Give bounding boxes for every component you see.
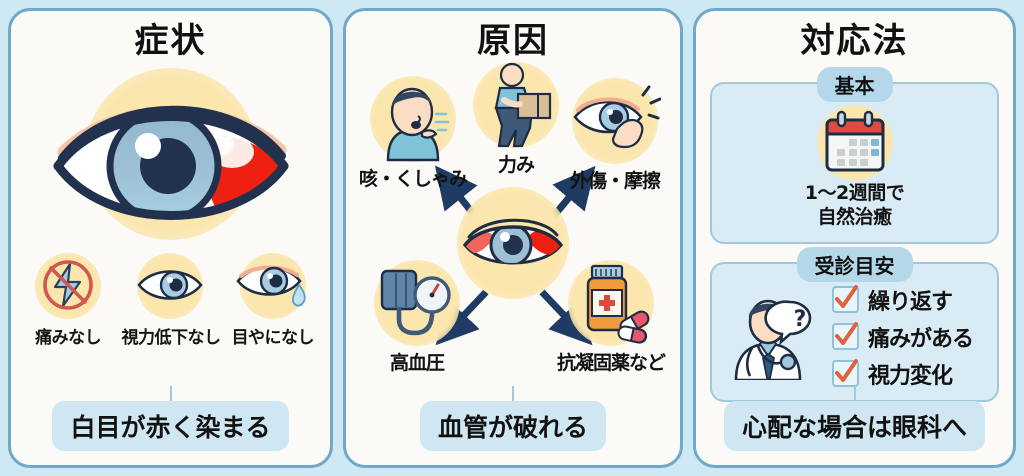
panel-symptoms-title: 症状 [134,21,207,61]
symptoms-callout: 白目が赤く染まる [52,401,289,451]
doctor-question-icon: ? [734,299,812,380]
basic-section: 基本 [710,67,999,244]
symptom-label: 目やになし [231,328,315,349]
symptom-label: 痛みなし [35,328,102,349]
cause-node: 力み [451,60,581,177]
bloodshot-eye-icon [53,106,288,221]
basic-badge: 基本 [816,67,893,103]
calendar-icon [825,111,884,172]
blood-pressure-monitor-icon [380,270,451,336]
checklist-item[interactable]: 繰り返す [832,284,989,316]
care-callout-wrap: 心配な場合は眼科へ [696,386,1013,451]
panel-symptoms: 症状 [8,8,333,468]
panel-causes: 原因 [343,8,683,468]
no-pain-icon [43,260,93,311]
medicine-bottle-pills-icon [586,265,650,344]
eye-rubbing-hand-icon [573,85,661,149]
lifting-box-person-icon [494,63,552,148]
cause-label: 外傷・摩擦 [569,170,661,193]
symptom-item: 痛みなし [19,249,117,348]
checklist-label: 視力変化 [868,363,953,389]
checklist-item[interactable]: 痛みがある [832,321,989,353]
care-callout: 心配な場合は眼科へ [723,401,985,451]
symptoms-callout-wrap: 白目が赤く染まる [11,386,330,451]
cause-label: 抗凝固薬など [556,352,666,375]
panel-care: 対応法 基本 [693,8,1016,468]
visit-badge: 受診目安 [796,246,913,282]
causes-callout-wrap: 血管が破れる [346,386,680,451]
panel-care-title: 対応法 [800,21,909,61]
symptom-item: 目やになし [224,249,322,348]
connector-line [512,386,514,401]
basic-text-line2: 自然治癒 [817,206,892,229]
no-discharge-eye-icon [236,266,306,307]
symptom-icon-row: 痛みなし 視力低下なし [11,249,330,348]
checklist-item[interactable]: 視力変化 [832,358,989,390]
visit-section: 受診目安 ? [710,246,999,402]
checkbox-checked-icon[interactable] [832,322,859,351]
clear-vision-eye-icon [137,270,204,301]
red-eye-icon [463,219,563,265]
connector-line [853,386,856,401]
causes-callout: 血管が破れる [419,401,606,451]
coughing-person-icon [386,88,450,162]
checkbox-checked-icon[interactable] [832,285,859,314]
causes-center-eye [457,187,569,300]
symptom-label: 視力低下なし [121,328,221,349]
checkbox-checked-icon[interactable] [832,359,859,388]
connector-line [169,386,172,401]
basic-text: 1〜2週間で 自然治癒 [712,182,997,230]
basic-text-line1: 1〜2週間で [804,182,905,205]
cause-label: 咳・くしゃみ [358,168,468,191]
svg-text:?: ? [794,307,807,332]
checklist-label: 繰り返す [868,289,953,315]
care-body: 基本 [696,60,1013,402]
cause-label: 力み [497,154,535,177]
symptoms-hero [11,60,330,245]
cause-label: 高血圧 [389,352,445,375]
cause-node: 高血圧 [352,258,482,375]
cause-node: 外傷・摩擦 [550,76,680,193]
panel-causes-title: 原因 [477,21,549,61]
visit-checklist: 繰り返す 痛みがある 視力変化 [832,284,989,390]
cause-node: 咳・くしゃみ [348,74,478,191]
causes-stage: 咳・くしゃみ 力み [346,62,680,417]
cause-node: 抗凝固薬など [546,258,676,375]
checklist-label: 痛みがある [868,326,974,352]
symptom-item: 視力低下なし [121,249,221,349]
